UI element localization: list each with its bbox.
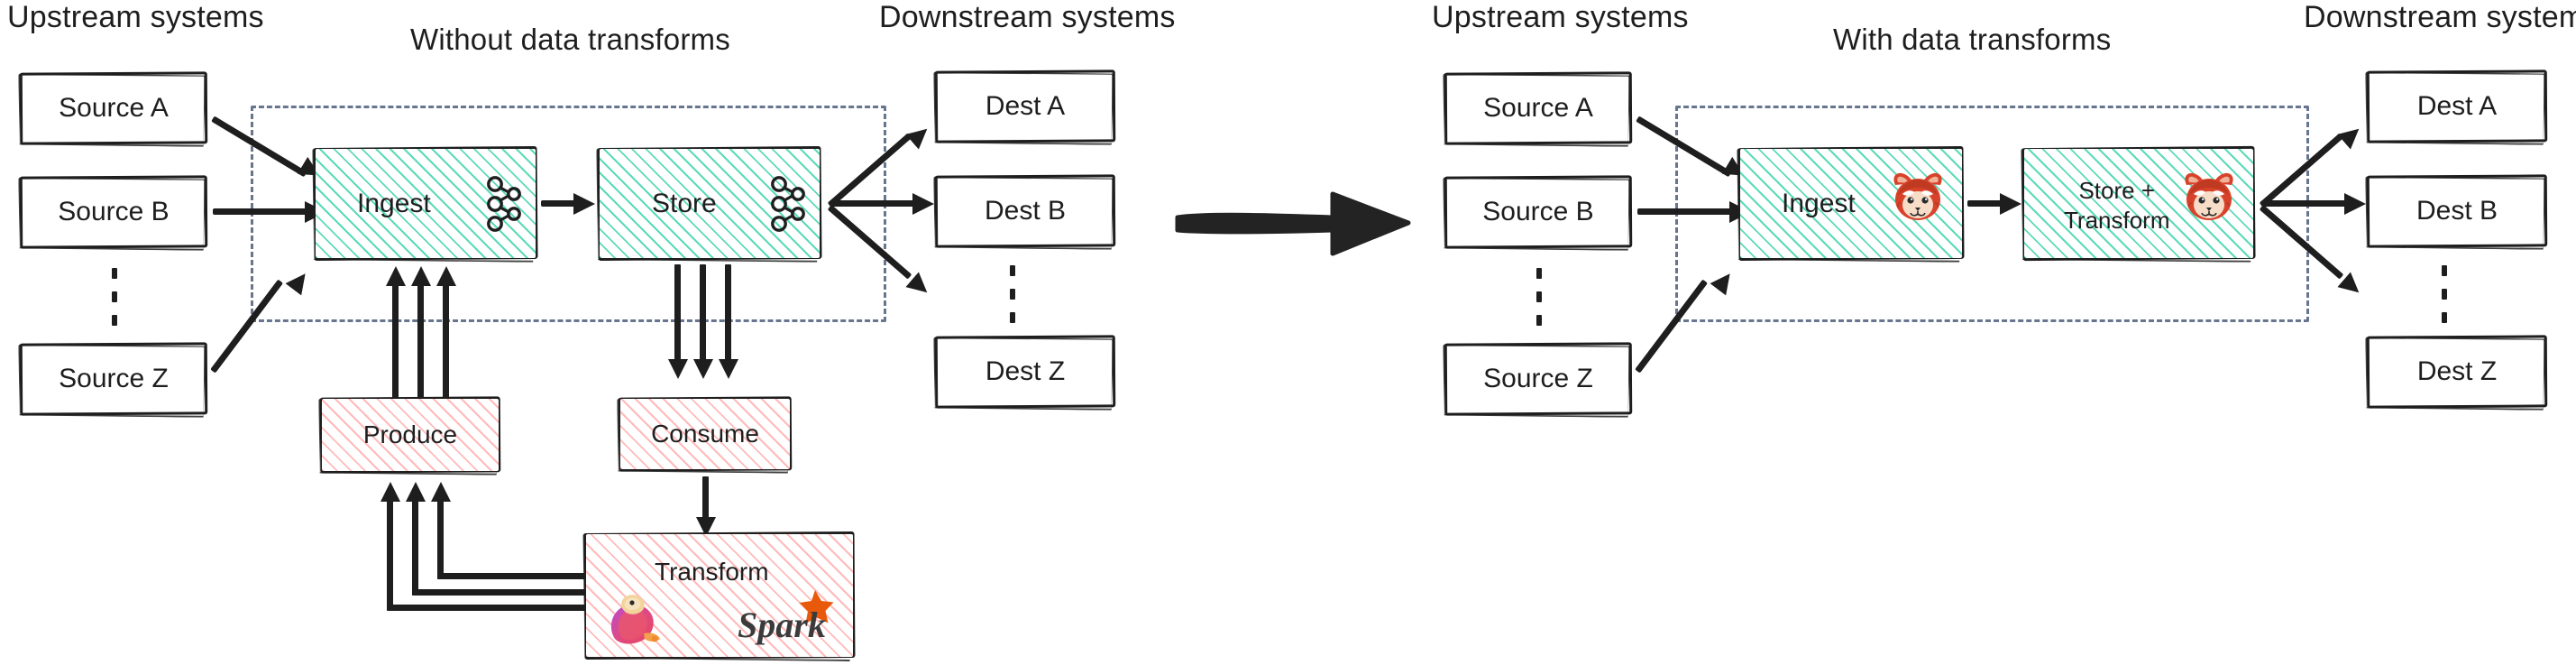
left-source-a-box[interactable]: Source A: [20, 71, 208, 144]
green-hatch-fill: [600, 149, 820, 258]
arrowhead-icon: [436, 266, 456, 286]
right-panel-title: With data transforms: [1833, 23, 2112, 56]
redpanda-icon: [2185, 172, 2233, 220]
right-dest-ellipsis-icon: [2442, 265, 2447, 336]
left-transform-to-produce-run-2: [412, 589, 587, 596]
left-consume-stem-1: [674, 264, 681, 364]
left-consume-stem-2: [700, 264, 706, 364]
right-conn-store-to-dest-b: [2261, 200, 2351, 207]
arrowhead-icon: [693, 359, 713, 379]
redpanda-icon: [1893, 172, 1942, 220]
arrowhead-icon: [912, 193, 934, 215]
right-dest-b-box[interactable]: Dest B: [2367, 174, 2548, 247]
left-produce-stem-2: [417, 282, 424, 404]
left-transform-to-produce-stem-3: [437, 498, 444, 579]
spark-icon: Spark: [738, 590, 834, 645]
right-store-transform-label-line1: Store +: [2078, 177, 2156, 204]
right-dest-z-label: Dest Z: [2416, 356, 2498, 387]
svg-text:Spark: Spark: [738, 605, 826, 645]
left-dest-a-box[interactable]: Dest A: [935, 69, 1116, 143]
right-source-b-box[interactable]: Source B: [1444, 175, 1633, 248]
kafka-icon: [771, 176, 805, 232]
left-store-box[interactable]: Store: [598, 145, 822, 260]
arrowhead-icon: [411, 266, 431, 286]
pink-hatch-fill: [322, 399, 499, 471]
left-downstream-label: Downstream systems: [879, 0, 1176, 34]
arrowhead-icon: [573, 193, 595, 215]
left-conn-ingest-to-store: [541, 200, 579, 207]
left-upstream-label: Upstream systems: [7, 0, 264, 34]
left-produce-label: Produce: [362, 420, 458, 449]
arrowhead-icon: [696, 517, 716, 537]
left-conn-store-to-dest-b: [830, 200, 920, 207]
kafka-icon: [487, 176, 521, 232]
right-conn-source-b-to-ingest: [1637, 208, 1737, 215]
left-source-z-box[interactable]: Source Z: [20, 342, 208, 415]
left-dest-b-box[interactable]: Dest B: [935, 174, 1116, 247]
right-source-ellipsis-icon: [1536, 268, 1542, 338]
left-conn-source-z-to-ingest: [210, 279, 284, 374]
flink-squirrel-icon: [610, 595, 660, 644]
right-conn-source-z-to-ingest: [1635, 279, 1709, 374]
left-ingest-box[interactable]: Ingest: [314, 145, 538, 260]
left-panel-title: Without data transforms: [410, 23, 730, 56]
arrowhead-icon: [668, 359, 688, 379]
left-transform-box[interactable]: Transform Spark: [584, 531, 856, 659]
left-dest-b-label: Dest B: [984, 196, 1067, 226]
left-transform-to-produce-run-3: [437, 573, 587, 579]
left-consume-label: Consume: [651, 420, 759, 448]
right-source-a-box[interactable]: Source A: [1444, 71, 1633, 144]
arrowhead-icon: [380, 482, 400, 502]
left-produce-stem-1: [392, 282, 399, 404]
right-source-a-label: Source A: [1483, 93, 1593, 124]
left-source-b-box[interactable]: Source B: [20, 175, 208, 248]
right-source-z-box[interactable]: Source Z: [1444, 342, 1633, 415]
green-hatch-fill: [316, 149, 536, 258]
arrowhead-icon: [386, 266, 406, 286]
left-produce-stem-3: [443, 282, 449, 404]
left-dest-a-label: Dest A: [985, 91, 1066, 122]
right-ingest-box[interactable]: Ingest: [1738, 145, 1965, 260]
left-source-a-label: Source A: [59, 93, 169, 124]
arrowhead-icon: [2344, 193, 2366, 215]
left-transform-to-produce-run-1: [387, 605, 587, 611]
right-source-z-label: Source Z: [1483, 364, 1593, 394]
arrowhead-icon: [719, 359, 738, 379]
left-dest-z-label: Dest Z: [985, 356, 1066, 387]
right-dest-a-box[interactable]: Dest A: [2367, 69, 2548, 143]
transition-right-arrow-icon: [1175, 191, 1411, 256]
right-source-b-label: Source B: [1482, 197, 1594, 227]
left-transform-to-produce-stem-1: [387, 498, 393, 611]
right-dest-a-label: Dest A: [2416, 91, 2498, 122]
arrowhead-icon: [431, 482, 451, 502]
left-conn-consume-to-transform: [702, 476, 709, 522]
right-store-transform-label-line2: Transform: [2064, 206, 2170, 234]
right-dest-z-box[interactable]: Dest Z: [2367, 335, 2548, 408]
left-dest-z-box[interactable]: Dest Z: [935, 335, 1116, 408]
left-store-label: Store: [652, 189, 717, 218]
right-conn-ingest-to-store-transform: [1967, 200, 2005, 207]
left-consume-box[interactable]: Consume: [619, 396, 793, 471]
left-source-b-label: Source B: [58, 197, 170, 227]
arrowhead-icon: [2000, 193, 2021, 215]
pink-hatch-fill: [620, 399, 790, 469]
left-source-ellipsis-icon: [112, 268, 117, 338]
left-source-z-label: Source Z: [59, 364, 169, 394]
right-store-transform-box[interactable]: Store + Transform: [2022, 145, 2256, 260]
right-upstream-label: Upstream systems: [1432, 0, 1689, 34]
arrowhead-icon: [905, 121, 934, 150]
left-transform-label: Transform: [655, 558, 769, 586]
right-dest-b-label: Dest B: [2416, 196, 2498, 226]
green-hatch-fill: [2024, 149, 2253, 258]
arrowhead-icon: [406, 482, 426, 502]
left-conn-source-b-to-ingest: [213, 208, 312, 215]
left-dest-ellipsis-icon: [1010, 265, 1015, 336]
arrowhead-icon: [2337, 121, 2366, 150]
left-consume-stem-3: [725, 264, 731, 364]
left-produce-box[interactable]: Produce: [320, 396, 501, 473]
right-ingest-label: Ingest: [1782, 189, 1856, 218]
left-transform-to-produce-stem-2: [412, 498, 418, 596]
left-ingest-label: Ingest: [357, 189, 431, 218]
right-downstream-label: Downstream systems: [2304, 0, 2576, 34]
